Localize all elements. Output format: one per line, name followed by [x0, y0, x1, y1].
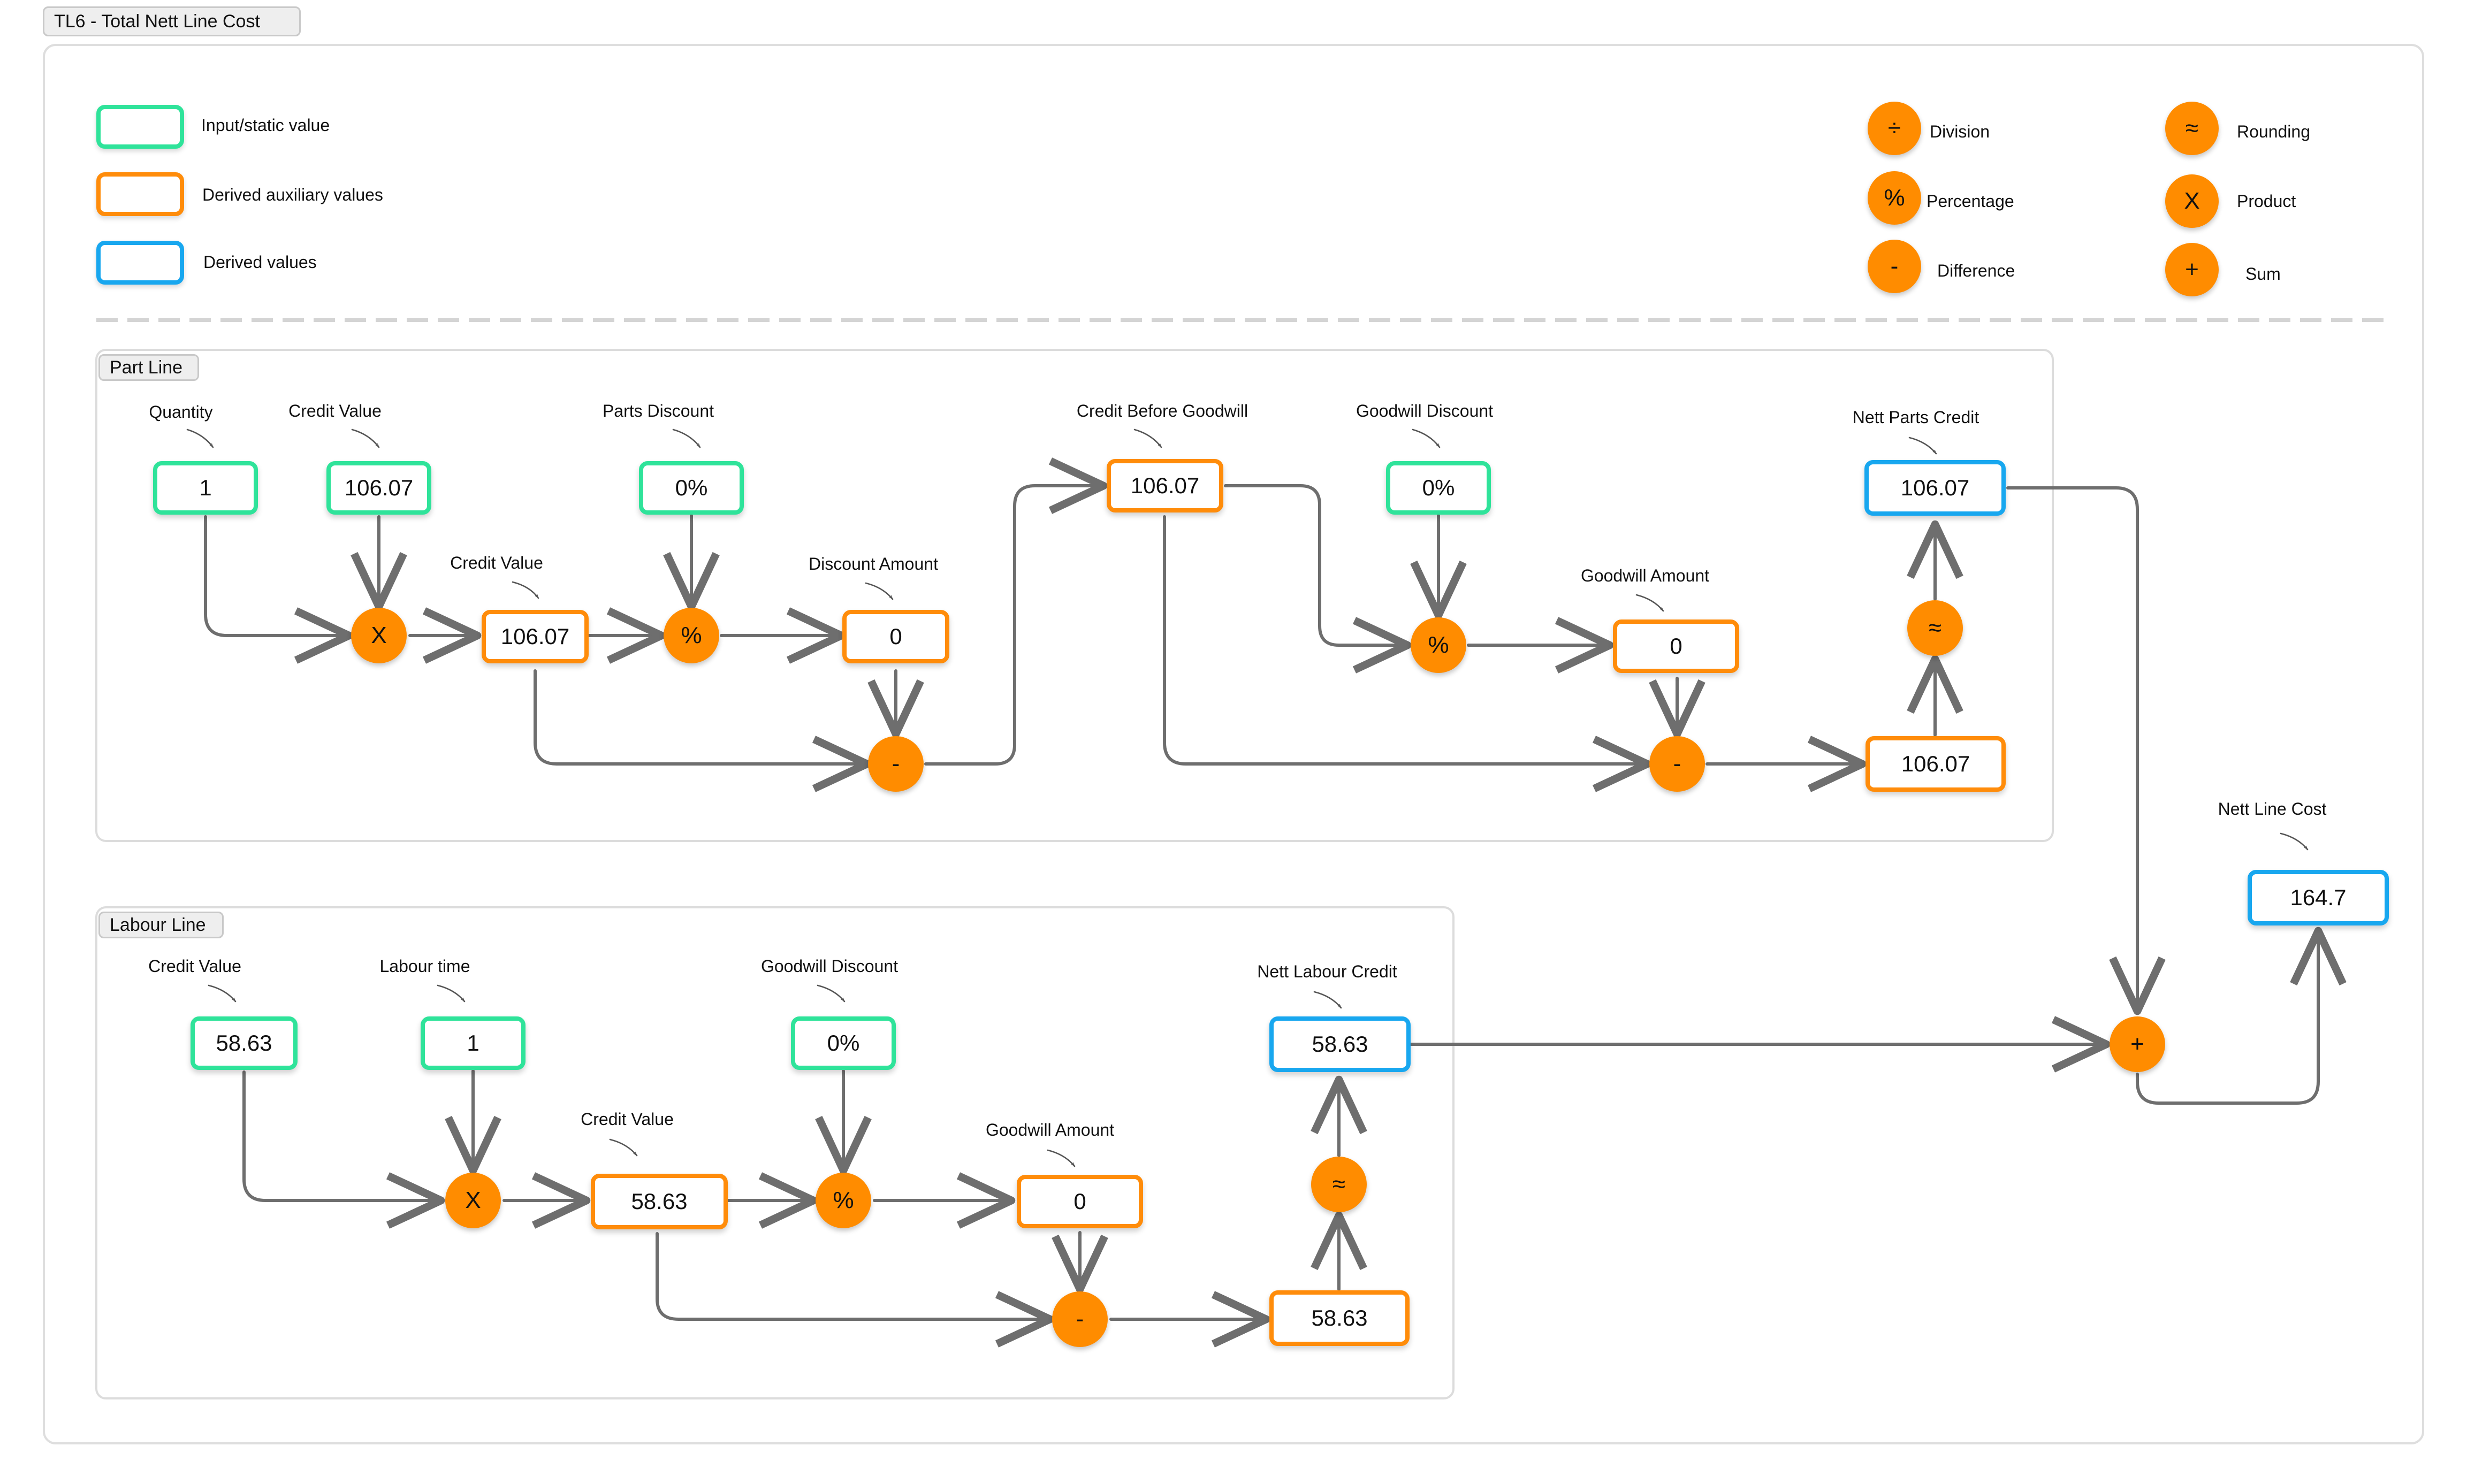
- edge-diff-to-cbg: [924, 457, 1108, 766]
- legend-product-label: Product: [2237, 192, 2296, 211]
- diagram-title: TL6 - Total Nett Line Cost: [43, 6, 301, 36]
- part-goodwill-amount-box: 0: [1613, 619, 1739, 673]
- part-credit-value-label: Credit Value: [288, 401, 382, 420]
- part-goodwill-amount-label: Goodwill Amount: [1580, 566, 1710, 585]
- part-quantity-label: Quantity: [149, 402, 213, 422]
- labour-nett-labour-credit-box: 58.63: [1269, 1016, 1411, 1072]
- edge-nettparts-to-sum: [2006, 486, 2166, 1015]
- labour-nett-labour-credit-label: Nett Labour Credit: [1257, 962, 1397, 981]
- labour-after-goodwill-box: 58.63: [1269, 1290, 1410, 1346]
- labour-goodwill-discount-box: 0%: [791, 1016, 896, 1070]
- total-nett-line-cost-label: Nett Line Cost: [2218, 799, 2327, 819]
- part-rounding-op: ≈: [1907, 600, 1963, 656]
- part-parts-discount-label: Parts Discount: [602, 401, 714, 420]
- legend-rounding-label: Rounding: [2237, 122, 2310, 141]
- labour-goodwill-amount-label: Goodwill Amount: [985, 1120, 1115, 1139]
- edge-quantity-to-product: [204, 515, 353, 664]
- labour-difference-op: -: [1052, 1291, 1108, 1347]
- legend-division-label: Division: [1930, 122, 1990, 141]
- edge-cbg-to-gwpercent: [1224, 484, 1412, 674]
- part-difference-op: -: [868, 736, 924, 792]
- edge-sum-to-total: [2136, 927, 2347, 1105]
- labour-percent-op: %: [816, 1173, 871, 1228]
- part-cbg-box: 106.07: [1107, 459, 1223, 512]
- part-nett-parts-credit-box: 106.07: [1864, 460, 2006, 516]
- legend-division-icon: ÷: [1868, 102, 1921, 155]
- part-line-group: [95, 349, 2054, 842]
- part-after-goodwill-box: 106.07: [1866, 736, 2006, 792]
- part-parts-discount-box: 0%: [639, 461, 744, 515]
- labour-credit-value-box: 58.63: [191, 1016, 298, 1070]
- labour-credit-value2-box: 58.63: [591, 1174, 728, 1229]
- legend-input-label: Input/static value: [201, 116, 330, 135]
- labour-rounding-op: ≈: [1311, 1157, 1367, 1212]
- labour-credit-value-label: Credit Value: [148, 957, 241, 976]
- part-line-tag: Part Line: [98, 354, 199, 381]
- legend-derived-swatch: [96, 241, 184, 285]
- diagram-frame: [43, 44, 2424, 1444]
- part-credit-value2-label: Credit Value: [450, 553, 543, 572]
- legend-percentage-icon: %: [1868, 171, 1921, 225]
- legend-product-icon: X: [2165, 174, 2219, 228]
- labour-credit-value2-label: Credit Value: [581, 1110, 674, 1129]
- legend-difference-icon: -: [1868, 240, 1921, 293]
- part-discount-amount-label: Discount Amount: [809, 554, 938, 573]
- part-percent-op: %: [664, 608, 719, 663]
- labour-product-op: X: [445, 1173, 501, 1228]
- part-gw-difference-op: -: [1649, 736, 1705, 792]
- labour-goodwill-amount-box: 0: [1017, 1175, 1143, 1228]
- labour-time-label: Labour time: [379, 957, 470, 976]
- total-nett-line-cost-box: 164.7: [2248, 870, 2389, 925]
- legend-input-swatch: [96, 105, 184, 149]
- part-cbg-label: Credit Before Goodwill: [1076, 401, 1248, 420]
- edge-lcredit2-to-diff: [656, 1232, 1054, 1348]
- labour-line-tag: Labour Line: [98, 912, 224, 938]
- part-gw-percent-op: %: [1411, 617, 1466, 673]
- legend-sum-label: Sum: [2245, 264, 2281, 284]
- part-discount-amount-box: 0: [842, 610, 949, 663]
- edge-lcredit-to-product: [242, 1070, 445, 1229]
- legend-aux-swatch: [96, 172, 184, 216]
- legend-sum-icon: +: [2165, 243, 2219, 296]
- legend-aux-label: Derived auxiliary values: [202, 185, 383, 204]
- part-goodwill-discount-box: 0%: [1386, 461, 1491, 515]
- legend-percentage-label: Percentage: [1927, 192, 2014, 211]
- edge-credit2-to-diff: [534, 669, 871, 792]
- part-quantity-box: 1: [153, 461, 258, 515]
- part-product-op: X: [351, 608, 407, 663]
- part-credit-value2-box: 106.07: [482, 610, 589, 663]
- labour-line-group: [95, 906, 1455, 1399]
- part-nett-parts-credit-label: Nett Parts Credit: [1852, 408, 1979, 427]
- part-goodwill-discount-label: Goodwill Discount: [1356, 401, 1494, 420]
- legend-derived-label: Derived values: [203, 253, 317, 272]
- legend-difference-label: Difference: [1937, 261, 2015, 280]
- part-credit-value-box: 106.07: [326, 461, 431, 515]
- edge-cbg-to-diff2: [1163, 515, 1651, 792]
- labour-time-box: 1: [421, 1016, 526, 1070]
- legend-rounding-icon: ≈: [2165, 102, 2219, 155]
- total-sum-op: +: [2110, 1016, 2165, 1072]
- labour-goodwill-discount-label: Goodwill Discount: [760, 957, 899, 976]
